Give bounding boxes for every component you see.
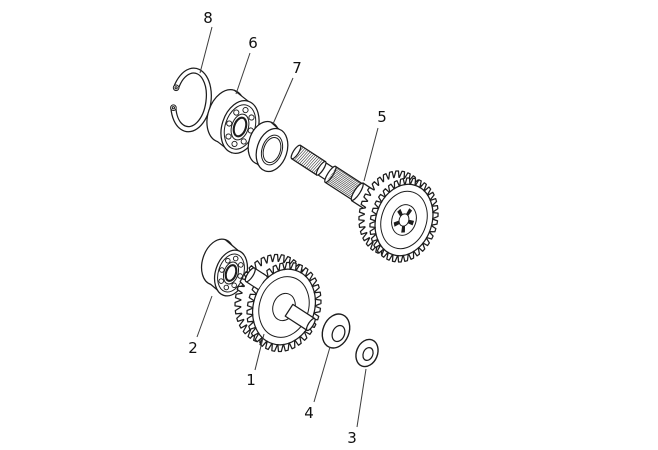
spline-hatch-shape [328, 178, 355, 196]
output-gear [348, 162, 448, 271]
snap-ring-shape [174, 86, 178, 90]
spline-hatch [326, 167, 362, 199]
thread-hatch-shape [295, 149, 307, 162]
drive-shaft-shape [350, 182, 364, 201]
drive-shaft-shape [315, 160, 327, 176]
ball-bearing-lower-shape [224, 239, 239, 252]
callout-1-leader [254, 333, 265, 371]
output-gear-shape-shape [398, 213, 411, 228]
callout-6-leader [235, 52, 251, 95]
gear-shaft-stub-shape [305, 317, 316, 332]
spline-hatch-shape [327, 179, 354, 197]
spline-hatch-shape [333, 170, 360, 188]
thread-hatch-shape [308, 157, 320, 170]
output-gear-shape-shape [366, 177, 442, 264]
spline-hatch-shape [331, 172, 358, 191]
callout-8-leader [199, 26, 213, 74]
spline-hatch-shape [330, 175, 357, 193]
drive-shaft-shape [290, 144, 302, 160]
thread-hatch-shape [299, 151, 311, 164]
spline-bore [393, 208, 415, 233]
bearing-ball [231, 282, 237, 289]
bearing-ball [223, 284, 230, 291]
callout-6-label: 6 [248, 34, 258, 52]
callout-7-label: 7 [292, 59, 302, 77]
spline-hatch-shape [335, 167, 362, 185]
spacer-collar-shape [270, 121, 280, 130]
spacer-collar [247, 120, 289, 173]
callout-1-label: 1 [246, 371, 256, 389]
callout-2-label: 2 [188, 339, 198, 357]
spacer-collar-shape [255, 127, 289, 173]
ball-bearing-lower [200, 238, 249, 297]
spline-hatch-shape [334, 168, 361, 187]
ball-bearing-upper-shape [220, 100, 260, 154]
snap-ring-shape [172, 84, 180, 92]
primary-gear-shape-shape [243, 261, 325, 353]
thread-hatch-shape [303, 154, 314, 167]
gear-shaft-stub [284, 303, 316, 332]
output-gear-shape [359, 169, 448, 271]
callout-layer: 8 6 7 5 2 1 4 3 [188, 9, 387, 447]
spline-hatch-shape [332, 171, 359, 189]
callout-5-label: 5 [377, 108, 387, 126]
bearing-ball [225, 257, 231, 264]
spline-hatch-shape [326, 180, 353, 199]
spline-hatch-shape [329, 176, 356, 195]
bearing-ball [240, 138, 247, 145]
washer-large-shape [331, 324, 346, 343]
bearing-ball [248, 114, 255, 121]
thread-hatch-shape [301, 152, 313, 165]
bearing-ball [218, 278, 224, 284]
bearing-ball [225, 133, 232, 140]
callout-4-label: 4 [304, 404, 314, 422]
gear-shaft-boss [244, 267, 268, 291]
snap-ring-shape [171, 106, 175, 110]
bearing-ball [238, 262, 244, 268]
primary-gear [224, 245, 332, 361]
snap-ring [170, 67, 212, 133]
washer-small [355, 338, 379, 368]
callout-2-leader [196, 295, 213, 338]
callout-4-leader [313, 346, 331, 403]
callout-3-label: 3 [347, 429, 357, 447]
thread-hatch-shape [304, 155, 316, 168]
washer-small-shape [362, 346, 374, 362]
bearing-ball [237, 273, 243, 279]
bearing-ball [232, 255, 239, 262]
drive-shaft-shape [324, 165, 337, 184]
callout-7-leader [272, 77, 294, 125]
snap-ring-shape [170, 104, 177, 111]
ball-bearing-upper [206, 89, 260, 154]
thread-hatch-shape [310, 158, 321, 171]
ball-bearing-lower-shape-shape [224, 264, 238, 282]
ball-bearing-lower-shape [213, 249, 249, 297]
bearing-ball [233, 109, 240, 116]
callout-5-leader [363, 127, 379, 182]
ball-bearing-upper-shape-shape [232, 116, 248, 138]
washer-large [321, 313, 351, 349]
thread-hatch-shape [294, 148, 306, 161]
bearing-ball [242, 107, 249, 114]
spacer-collar-shape-shape [262, 136, 282, 164]
callout-3-leader [356, 368, 367, 428]
bearing-ball [231, 140, 238, 147]
thread-hatch-shape [311, 159, 323, 172]
spline-hatch-shape [331, 174, 358, 192]
thread-hatch-shape [297, 150, 309, 163]
thread-hatch-shape [306, 156, 318, 169]
callout-8-label: 8 [203, 9, 213, 27]
gear-shaft-boss-shape [244, 267, 256, 283]
